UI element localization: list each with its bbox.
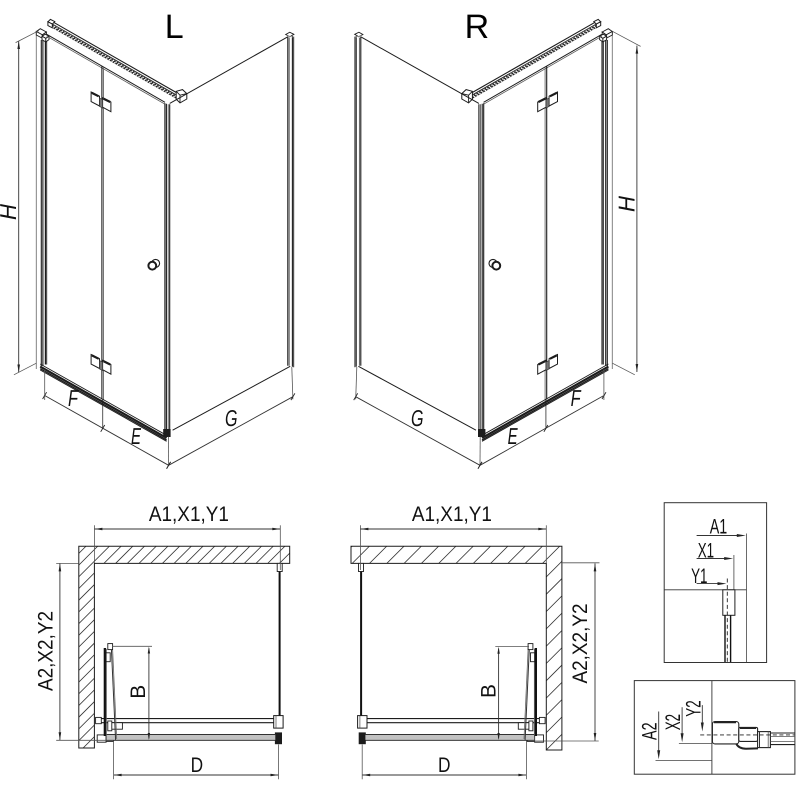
svg-text:D: D	[191, 754, 204, 777]
svg-text:G: G	[225, 405, 238, 431]
svg-text:Y2: Y2	[683, 700, 706, 716]
svg-text:A1,X1,Y1: A1,X1,Y1	[149, 503, 229, 526]
svg-text:L: L	[165, 8, 184, 46]
svg-text:A2,X2,Y2: A2,X2,Y2	[35, 611, 58, 691]
svg-text:F: F	[68, 385, 79, 411]
svg-text:Y1: Y1	[691, 565, 707, 588]
svg-text:A2,X2,Y2: A2,X2,Y2	[569, 604, 592, 684]
svg-text:A1: A1	[710, 515, 728, 538]
svg-text:E: E	[131, 423, 141, 449]
svg-text:R: R	[465, 8, 490, 46]
svg-text:X1: X1	[698, 540, 714, 563]
svg-text:G: G	[411, 405, 424, 431]
svg-text:B: B	[127, 685, 150, 699]
svg-text:F: F	[571, 385, 582, 411]
svg-text:A2: A2	[639, 722, 662, 740]
svg-text:E: E	[508, 423, 518, 449]
svg-text:A1,X1,Y1: A1,X1,Y1	[412, 503, 492, 526]
svg-text:H: H	[614, 196, 640, 212]
svg-text:B: B	[478, 684, 501, 698]
svg-text:H: H	[0, 204, 21, 220]
svg-text:D: D	[438, 754, 451, 777]
